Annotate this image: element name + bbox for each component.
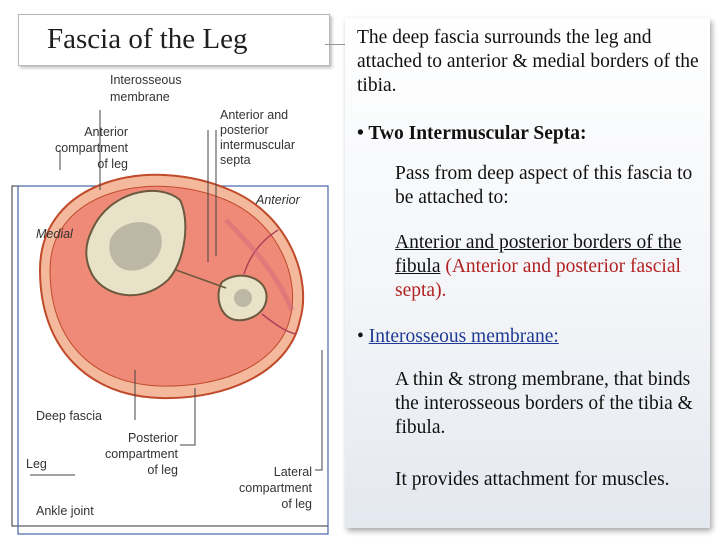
fibula-marrow bbox=[234, 289, 252, 307]
label-leg: Leg bbox=[26, 457, 47, 471]
label-anterior-compartment-2: compartment bbox=[55, 141, 128, 155]
label-deep-fascia: Deep fascia bbox=[36, 409, 102, 423]
title-connector-line bbox=[325, 44, 355, 45]
label-interosseous-1: Interosseous bbox=[110, 73, 182, 87]
bullet-membrane-heading: • Interosseous membrane: bbox=[357, 325, 702, 349]
label-posterior-compartment-2: compartment bbox=[105, 447, 178, 461]
label-septa-2: posterior bbox=[220, 123, 269, 137]
borders-paragraph: Anterior and posterior borders of the fi… bbox=[395, 231, 695, 303]
label-septa-1: Anterior and bbox=[220, 108, 288, 122]
intro-text: The deep fascia surrounds the leg and at… bbox=[357, 27, 699, 96]
label-medial: Medial bbox=[36, 227, 74, 241]
slide-title: Fascia of the Leg bbox=[47, 23, 248, 55]
bullet-marker: • bbox=[357, 326, 364, 347]
bullet-septa-heading: • Two Intermuscular Septa: bbox=[357, 123, 587, 144]
label-septa-4: septa bbox=[220, 153, 251, 167]
label-interosseous-2: membrane bbox=[110, 90, 170, 104]
label-anterior: Anterior bbox=[255, 193, 301, 207]
septa-text: Pass from deep aspect of this fascia to … bbox=[395, 163, 693, 208]
leader-lines bbox=[30, 110, 323, 476]
borders-parenthetical: (Anterior and posterior fascial septa). bbox=[395, 256, 681, 301]
borders-text: Anterior and posterior borders of the fi… bbox=[395, 232, 682, 277]
leg-cross-section bbox=[38, 173, 305, 400]
figure-label-group: Interosseous membrane Anterior and poste… bbox=[26, 73, 313, 518]
interosseous-membrane-line bbox=[175, 269, 227, 289]
label-ankle-joint: Ankle joint bbox=[36, 504, 94, 518]
interosseous-membrane-link[interactable]: Interosseous membrane: bbox=[368, 326, 559, 347]
title-box: Fascia of the Leg bbox=[18, 14, 330, 66]
label-lateral-compartment-1: Lateral bbox=[274, 465, 312, 479]
attachment-text: It provides attachment for muscles. bbox=[395, 469, 670, 490]
label-lateral-compartment-2: compartment bbox=[239, 481, 312, 495]
membrane-text: A thin & strong membrane, that binds the… bbox=[395, 369, 693, 438]
label-anterior-compartment-3: of leg bbox=[97, 157, 128, 171]
label-posterior-compartment-1: Posterior bbox=[128, 431, 178, 445]
posterior-septum bbox=[261, 313, 297, 335]
content-panel: The deep fascia surrounds the leg and at… bbox=[345, 18, 710, 528]
leg-cross-section-figure: Interosseous membrane Anterior and poste… bbox=[11, 73, 329, 535]
label-lateral-compartment-3: of leg bbox=[281, 497, 312, 511]
label-anterior-compartment-1: Anterior bbox=[84, 125, 128, 139]
lateral-compartment-band bbox=[224, 218, 295, 311]
label-posterior-compartment-3: of leg bbox=[147, 463, 178, 477]
tibia-marrow bbox=[109, 222, 162, 271]
anterior-septum bbox=[243, 229, 279, 275]
label-septa-3: intermuscular bbox=[220, 138, 295, 152]
